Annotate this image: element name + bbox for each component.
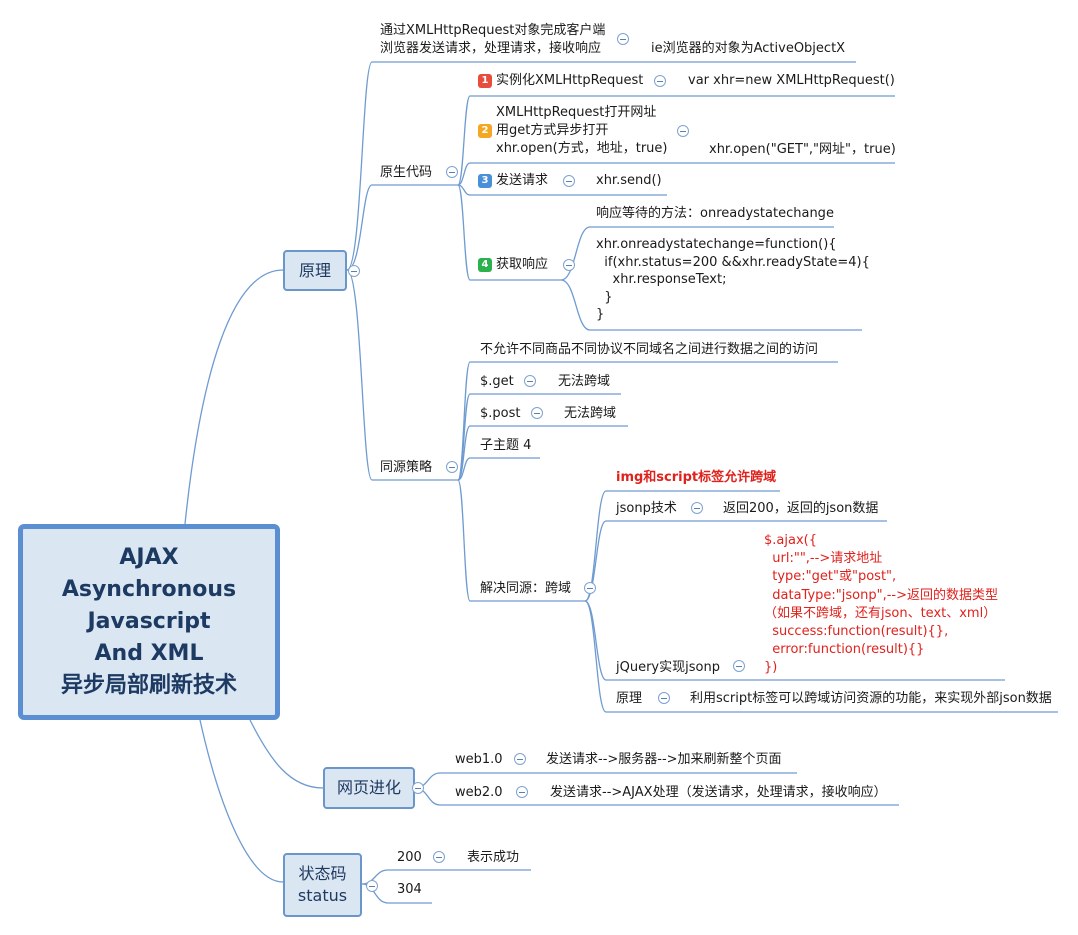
collapse-icon[interactable] [733,660,745,672]
web1-label: web1.0 [455,752,503,767]
step-badge: 4 [478,258,492,272]
step-badge: 2 [478,124,492,138]
step-badge: 3 [478,174,492,188]
step-4-detail: 响应等待的方法：onreadystatechange [596,206,834,221]
cross-domain-label: 解决同源：跨域 [480,581,572,596]
collapse-icon[interactable] [677,125,689,137]
topic-status[interactable]: 状态码 status [283,853,362,917]
cross-principle-detail: 利用script标签可以跨域访问资源的功能，来实现外部json数据 [690,691,1052,706]
status-304-code: 304 [397,882,422,897]
post-label: $.post [480,406,521,421]
collapse-icon[interactable] [531,407,543,419]
root-line: 异步局部刷新技术 [60,673,237,698]
collapse-icon[interactable] [514,753,526,765]
post-detail: 无法跨域 [564,406,617,421]
collapse-icon[interactable] [654,75,666,87]
collapse-icon[interactable] [617,33,629,45]
topic-label: 原理 [298,260,331,280]
topic-evolution[interactable]: 网页进化 [323,767,415,809]
step-4-text: 获取响应 [496,257,549,272]
web2-detail: 发送请求-->AJAX处理（发送请求，处理请求，接收响应） [550,785,887,800]
collapse-icon[interactable] [516,786,528,798]
collapse-icon[interactable] [658,692,670,704]
jsonp-label: jsonp技术 [616,501,677,516]
root-line: Javascript [87,609,211,634]
jquery-ajax-code: $.ajax({ url:"",-->请求地址 type:"get"或"post… [764,533,998,676]
jquery-jsonp-label: jQuery实现jsonp [616,660,720,675]
topic-principle[interactable]: 原理 [283,250,347,291]
native-code-label: 原生代码 [380,165,433,180]
subtopic-4: 子主题 4 [480,438,532,453]
collapse-icon[interactable] [433,851,445,863]
collapse-icon[interactable] [412,782,424,794]
collapse-icon[interactable] [563,175,575,187]
topic-label: 状态码 status [297,864,348,905]
same-origin-label: 同源策略 [380,460,433,475]
step-2-detail: xhr.open("GET","网址"，true) [709,142,896,157]
collapse-icon[interactable] [584,582,596,594]
collapse-icon[interactable] [446,166,458,178]
principle-intro: 通过XMLHttpRequest对象完成客户端 浏览器发送请求，处理请求，接收响… [380,23,606,56]
collapse-icon[interactable] [366,880,378,892]
step-2-text: XMLHttpRequest打开网址 用get方式异步打开 xhr.open(方… [496,105,668,156]
collapse-icon[interactable] [691,502,703,514]
collapse-icon[interactable] [524,375,536,387]
step-4-code: xhr.onreadystatechange=function(){ if(xh… [596,237,870,322]
web1-detail: 发送请求-->服务器-->加来刷新整个页面 [546,752,782,767]
cross-allow-note: img和script标签允许跨域 [616,470,777,485]
root-line: And XML [94,641,204,666]
web2-label: web2.0 [455,785,503,800]
step-1-detail: var xhr=new XMLHttpRequest() [688,73,895,88]
topic-label: 网页进化 [336,778,401,797]
collapse-icon[interactable] [348,265,360,277]
root-line: AJAX [119,545,179,570]
step-3-detail: xhr.send() [596,173,662,188]
cross-principle-label: 原理 [616,691,643,706]
get-detail: 无法跨域 [558,374,611,389]
ie-object-note: ie浏览器的对象为ActiveObjectX [651,41,846,56]
get-label: $.get [480,374,514,389]
status-200-code: 200 [397,850,422,865]
step-badge: 1 [478,74,492,88]
step-1-text: 实例化XMLHttpRequest [496,73,644,88]
same-origin-desc: 不允许不同商品不同协议不同域名之间进行数据之间的访问 [480,342,819,357]
status-200-detail: 表示成功 [467,850,520,865]
jsonp-detail: 返回200，返回的json数据 [723,501,879,516]
step-3-text: 发送请求 [496,173,549,188]
collapse-icon[interactable] [563,259,575,271]
root-line: Asynchronous [61,577,237,602]
collapse-icon[interactable] [446,461,458,473]
